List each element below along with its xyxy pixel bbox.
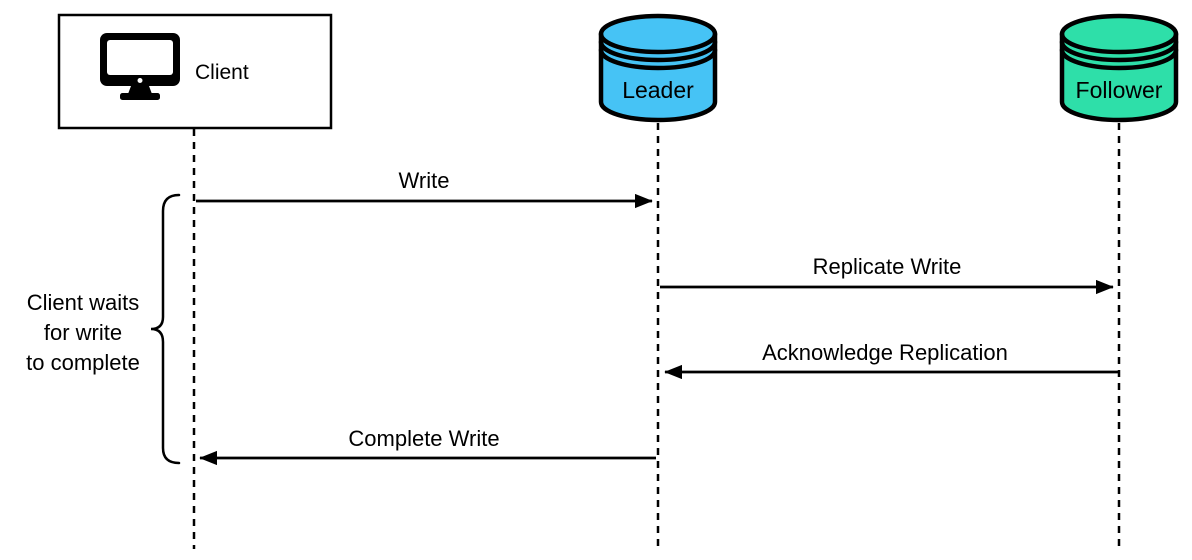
client-wait-annotation: Client waits for write to complete bbox=[26, 290, 140, 375]
leader-cylinder-ring2 bbox=[598, 47, 718, 71]
follower-cylinder-ring2 bbox=[1059, 47, 1179, 71]
leader-cylinder-ring1 bbox=[598, 39, 718, 63]
follower-database-icon bbox=[1059, 13, 1179, 123]
lifelines bbox=[192, 123, 1121, 549]
write-message-label: Write bbox=[398, 168, 450, 193]
follower-label: Follower bbox=[1075, 77, 1163, 103]
message-arrows bbox=[196, 193, 1118, 466]
follower-cylinder-rim bbox=[1059, 31, 1179, 55]
complete-write-message-label: Complete Write bbox=[348, 426, 500, 451]
leader-label: Leader bbox=[622, 77, 694, 103]
client-label: Client bbox=[195, 61, 249, 84]
monitor-icon bbox=[100, 33, 180, 100]
acknowledge-replication-message-label: Acknowledge Replication bbox=[762, 340, 1008, 365]
follower-cylinder-ring1 bbox=[1059, 39, 1179, 63]
leader-database-icon bbox=[598, 13, 718, 123]
waiting-brace bbox=[150, 193, 181, 465]
replicate-write-message-label: Replicate Write bbox=[812, 254, 962, 279]
client-actor bbox=[57, 13, 333, 130]
leader-cylinder-rim bbox=[598, 31, 718, 55]
